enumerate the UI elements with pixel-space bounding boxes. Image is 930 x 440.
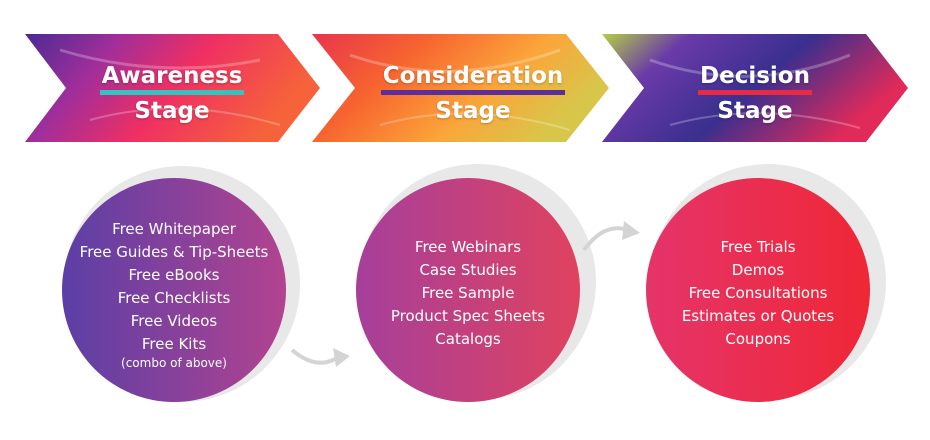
stage-title-line2: Stage [435, 98, 511, 124]
list-item: Free Checklists [117, 289, 231, 307]
list-item: Estimates or Quotes [681, 307, 835, 325]
list-item: Free eBooks [128, 266, 220, 284]
list-item: Product Spec Sheets [390, 307, 546, 325]
list-item: Catalogs [435, 330, 501, 348]
circle-decision [646, 178, 870, 402]
connector-arrow-2 [582, 221, 640, 252]
list-item: Free Videos [130, 312, 218, 330]
awareness-offer-list: Free Whitepaper Free Guides & Tip-Sheets… [64, 218, 284, 370]
list-item: Coupons [725, 330, 791, 348]
list-item: Free Consultations [688, 284, 828, 302]
chevron-awareness [25, 34, 320, 142]
list-item-note: (combo of above) [121, 356, 227, 370]
stage-title-line1: Consideration [380, 62, 566, 95]
stage-title-awareness: Awareness Stage [82, 60, 262, 128]
chevron-decision [602, 34, 908, 142]
list-item: Free Sample [421, 284, 515, 302]
list-item: Free Whitepaper [112, 220, 236, 238]
stage-title-line1: Decision [698, 62, 812, 95]
list-item: Case Studies [419, 261, 517, 279]
stage-title-line1: Awareness [99, 62, 245, 95]
list-item: Free Kits [141, 335, 207, 353]
list-item: Free Trials [720, 238, 796, 256]
list-item: Free Guides & Tip-Sheets [79, 243, 269, 261]
stage-title-line2: Stage [134, 98, 210, 124]
decision-offer-list: Free Trials Demos Free Consultations Est… [658, 236, 858, 351]
stage-title-consideration: Consideration Stage [368, 60, 578, 128]
connector-arrow-1 [290, 348, 350, 367]
circle-consideration [356, 178, 580, 402]
list-item: Demos [731, 261, 785, 279]
stage-title-decision: Decision Stage [670, 60, 840, 128]
consideration-offer-list: Free Webinars Case Studies Free Sample P… [368, 236, 568, 351]
circle-awareness [62, 178, 286, 402]
chevron-texture [59, 48, 861, 131]
chevron-consideration [312, 34, 609, 142]
stage-title-line2: Stage [717, 98, 793, 124]
list-item: Free Webinars [414, 238, 522, 256]
